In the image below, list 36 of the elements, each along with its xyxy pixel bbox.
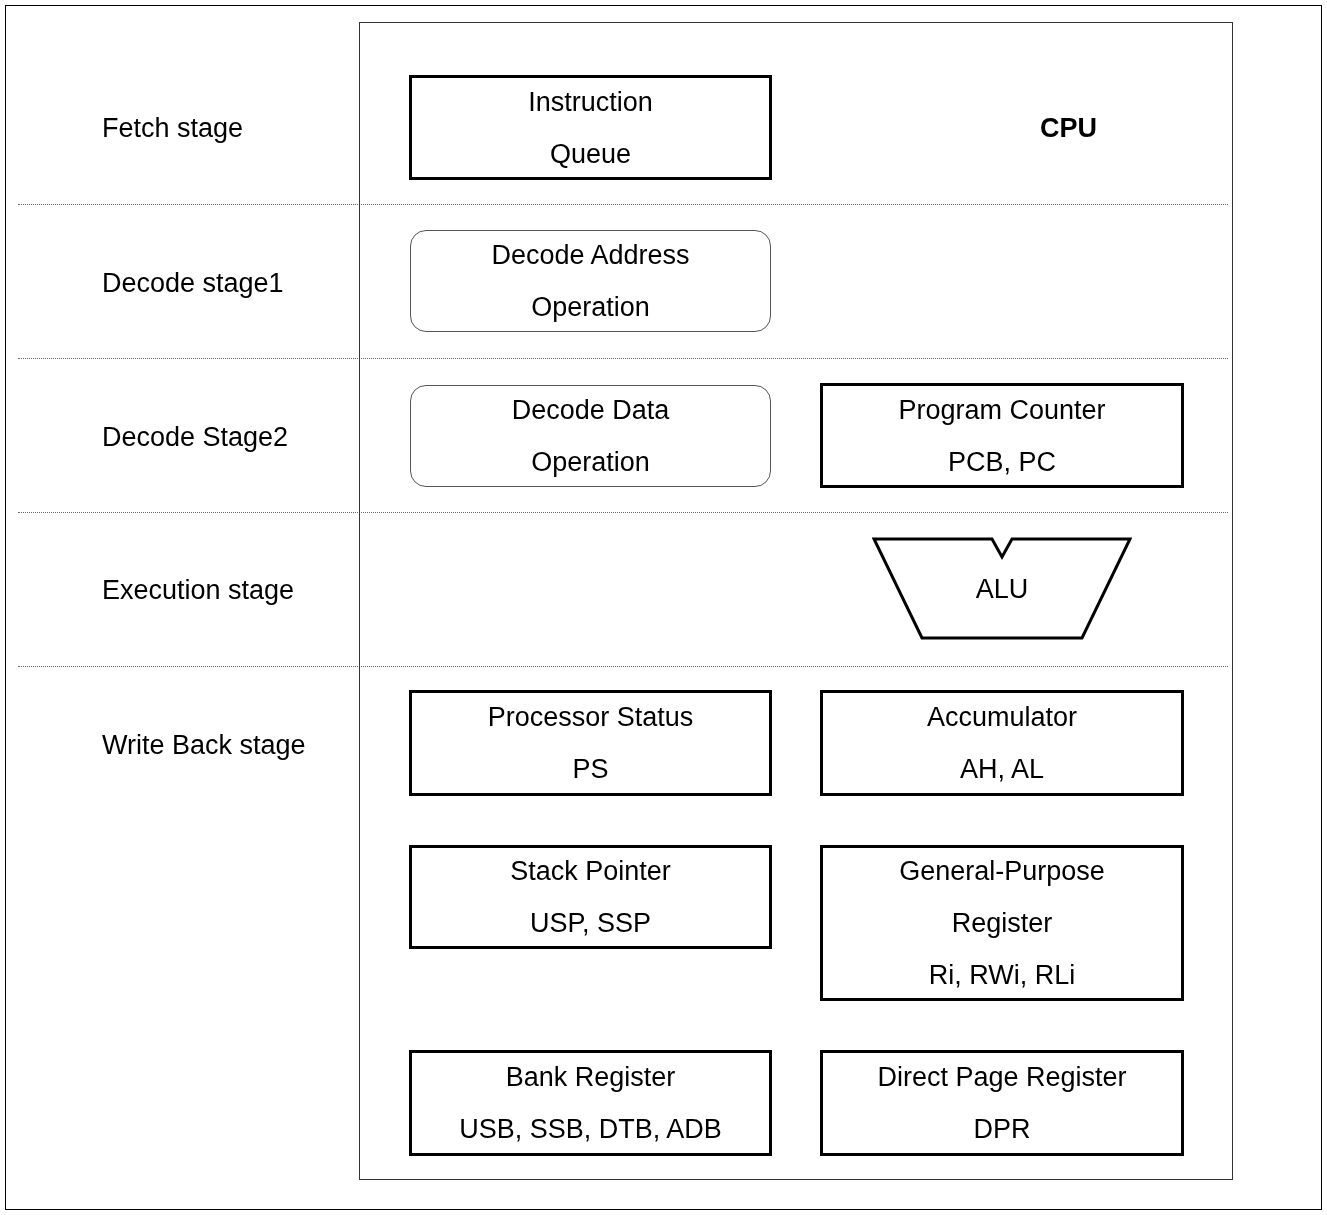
register-box xyxy=(409,690,772,796)
register-box xyxy=(820,845,1184,1001)
box-text: Decode Data Operation xyxy=(510,394,671,479)
register-box xyxy=(820,1050,1184,1156)
box-text: ALU xyxy=(975,572,1029,606)
box-text: Program Counter xyxy=(898,393,1106,427)
decode-box xyxy=(410,230,771,332)
register-box xyxy=(409,845,772,949)
box-text: Accumulator xyxy=(926,701,1078,734)
box-text: General-Purpose Register xyxy=(898,855,1106,940)
box-text: Stack Pointer xyxy=(510,855,671,888)
box-text: PCB, PC xyxy=(948,445,1056,479)
decode-box xyxy=(410,385,771,487)
box-text: Ri, RWi, RLi xyxy=(928,959,1076,992)
box-text: USP, SSP xyxy=(529,907,652,940)
register-box xyxy=(820,690,1184,796)
cpu-title: CPU xyxy=(1040,112,1097,144)
stage-label: Fetch stage xyxy=(102,112,244,144)
box-text: AH, AL xyxy=(959,753,1044,786)
box-text: Direct Page Register xyxy=(877,1061,1127,1094)
box-text: Instruction Queue xyxy=(527,85,654,171)
stage-label: Decode Stage2 xyxy=(102,421,289,453)
cpu-panel xyxy=(359,22,1233,1180)
box-text: DPR xyxy=(973,1113,1031,1146)
stage-label: Execution stage xyxy=(102,574,295,606)
alu-block xyxy=(872,537,1132,640)
box-text: USB, SSB, DTB, ADB xyxy=(459,1113,722,1146)
register-box xyxy=(409,75,772,180)
box-text: PS xyxy=(572,753,609,786)
stage-label: Write Back stage xyxy=(102,729,306,761)
box-text: Processor Status xyxy=(487,701,694,734)
box-text: Decode Address Operation xyxy=(490,239,691,324)
stage-label: Decode stage1 xyxy=(102,267,284,299)
box-text: Bank Register xyxy=(505,1061,676,1094)
register-box xyxy=(820,383,1184,488)
register-box xyxy=(409,1050,772,1156)
